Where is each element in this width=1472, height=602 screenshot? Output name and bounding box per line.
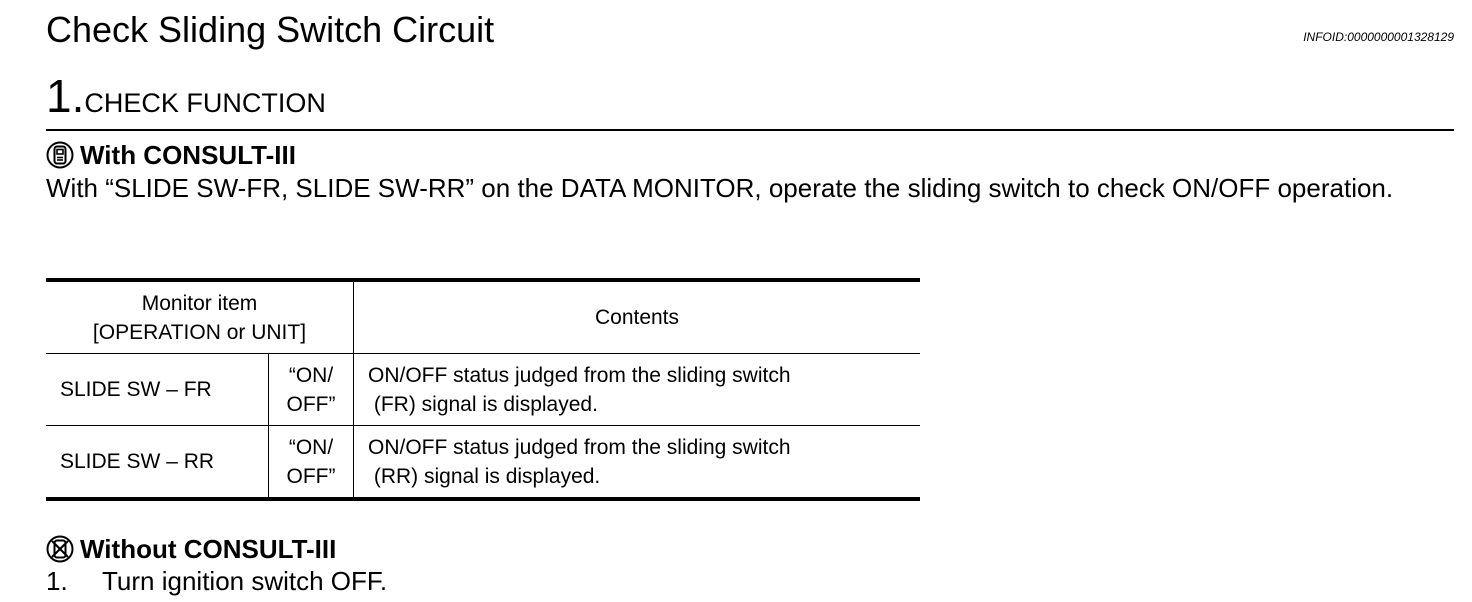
without-consult-heading: Without CONSULT-III — [46, 534, 336, 569]
step-title: CHECK FUNCTION — [84, 88, 326, 118]
consult-tool-icon — [46, 141, 74, 175]
unit-cell: “ON/ OFF” — [268, 425, 354, 501]
monitor-item-cell: SLIDE SW – FR — [46, 353, 269, 426]
section-divider — [46, 129, 1454, 131]
consult-instruction: With “SLIDE SW-FR, SLIDE SW-RR” on the D… — [46, 173, 1394, 203]
with-consult-label: With CONSULT-III — [80, 140, 296, 170]
table-row: SLIDE SW – FR “ON/ OFF” ON/OFF status ju… — [46, 353, 920, 426]
no-consult-tool-icon — [46, 535, 74, 569]
monitor-table: Monitor item [OPERATION or UNIT] Content… — [46, 278, 920, 501]
list-item: 1. Turn ignition switch OFF. — [46, 565, 387, 597]
table-row: SLIDE SW – RR “ON/ OFF” ON/OFF status ju… — [46, 425, 920, 501]
contents-cell: ON/OFF status judged from the sliding sw… — [353, 425, 920, 501]
header-contents: Contents — [353, 278, 920, 354]
page-title: Check Sliding Switch Circuit — [46, 9, 495, 50]
step-heading: 1.CHECK FUNCTION — [46, 70, 326, 122]
info-id: INFOID:0000000001328129 — [1303, 30, 1454, 44]
monitor-item-cell: SLIDE SW – RR — [46, 425, 269, 501]
without-consult-label: Without CONSULT-III — [80, 534, 337, 564]
contents-cell: ON/OFF status judged from the sliding sw… — [353, 353, 920, 426]
with-consult-heading: With CONSULT-III — [46, 140, 296, 175]
unit-cell: “ON/ OFF” — [268, 353, 354, 426]
header-monitor-item: Monitor item [OPERATION or UNIT] — [46, 278, 354, 354]
list-item-number: 1. — [46, 566, 68, 596]
table-header-row: Monitor item [OPERATION or UNIT] Content… — [46, 278, 920, 354]
list-item-text: Turn ignition switch OFF. — [102, 566, 388, 596]
step-number: 1. — [46, 70, 85, 122]
